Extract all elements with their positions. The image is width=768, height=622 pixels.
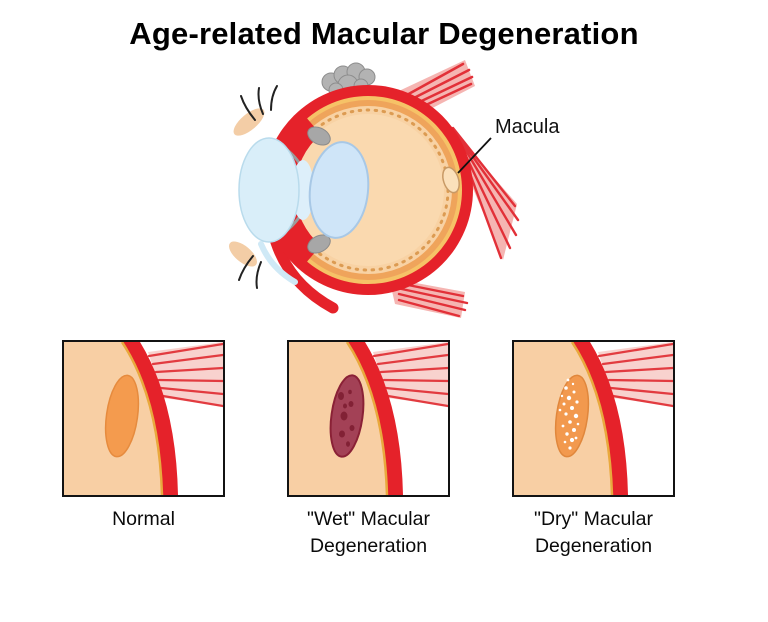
sclera-band [122,342,178,495]
panel-label-normal: Normal [112,508,175,530]
panel-label-dry: "Dry" Macular Degeneration [534,508,653,557]
lower-eyelid [228,241,258,267]
comparison-panels: Normal [0,340,768,570]
muscle-fibers [372,342,448,408]
hemorrhage-mottling [338,389,355,447]
macula-oval-dry [554,374,590,458]
eyelashes [238,85,278,289]
muscle-fibers [147,342,223,408]
ciliary-body-top [307,126,331,146]
lacrimal-gland [321,62,376,98]
panel-dry-macular-degeneration: "Dry" Macular Degeneration [512,340,675,560]
muscle-fibers [597,342,673,408]
inferior-conjunctiva-fold [267,226,339,314]
panel-box-dry [512,340,675,497]
macula-oval-normal [104,374,140,458]
eye-cross-section-illustration: Macula [228,60,560,318]
panel-illustration-wet [289,342,448,495]
macula-oval [442,166,460,194]
panel-label-wet: "Wet" Macular Degeneration [307,508,430,557]
choroid-line [570,342,614,495]
panel-wet-macular-degeneration: "Wet" Macular Degeneration [287,340,450,560]
panel-box-normal [62,340,225,497]
macula-pointer-line [457,137,492,174]
panel-illustration-dry [514,342,673,495]
lens [308,141,370,239]
panel-box-wet [287,340,450,497]
sclera-band [347,342,403,495]
macula-label: Macula [495,116,560,138]
extraocular-muscle-inferior [389,278,469,318]
inferior-tear-film [258,241,298,285]
panel-illustration-normal [64,342,223,495]
choroid-line [120,342,164,495]
page-title: Age-related Macular Degeneration [129,16,639,51]
sclera-band [572,342,628,495]
choroid-line [345,342,389,495]
ciliary-body-bottom [307,234,331,254]
cornea [238,137,300,243]
drusen-spots [558,378,580,450]
upper-eyelid [233,108,265,136]
panel-normal: Normal [62,340,225,533]
